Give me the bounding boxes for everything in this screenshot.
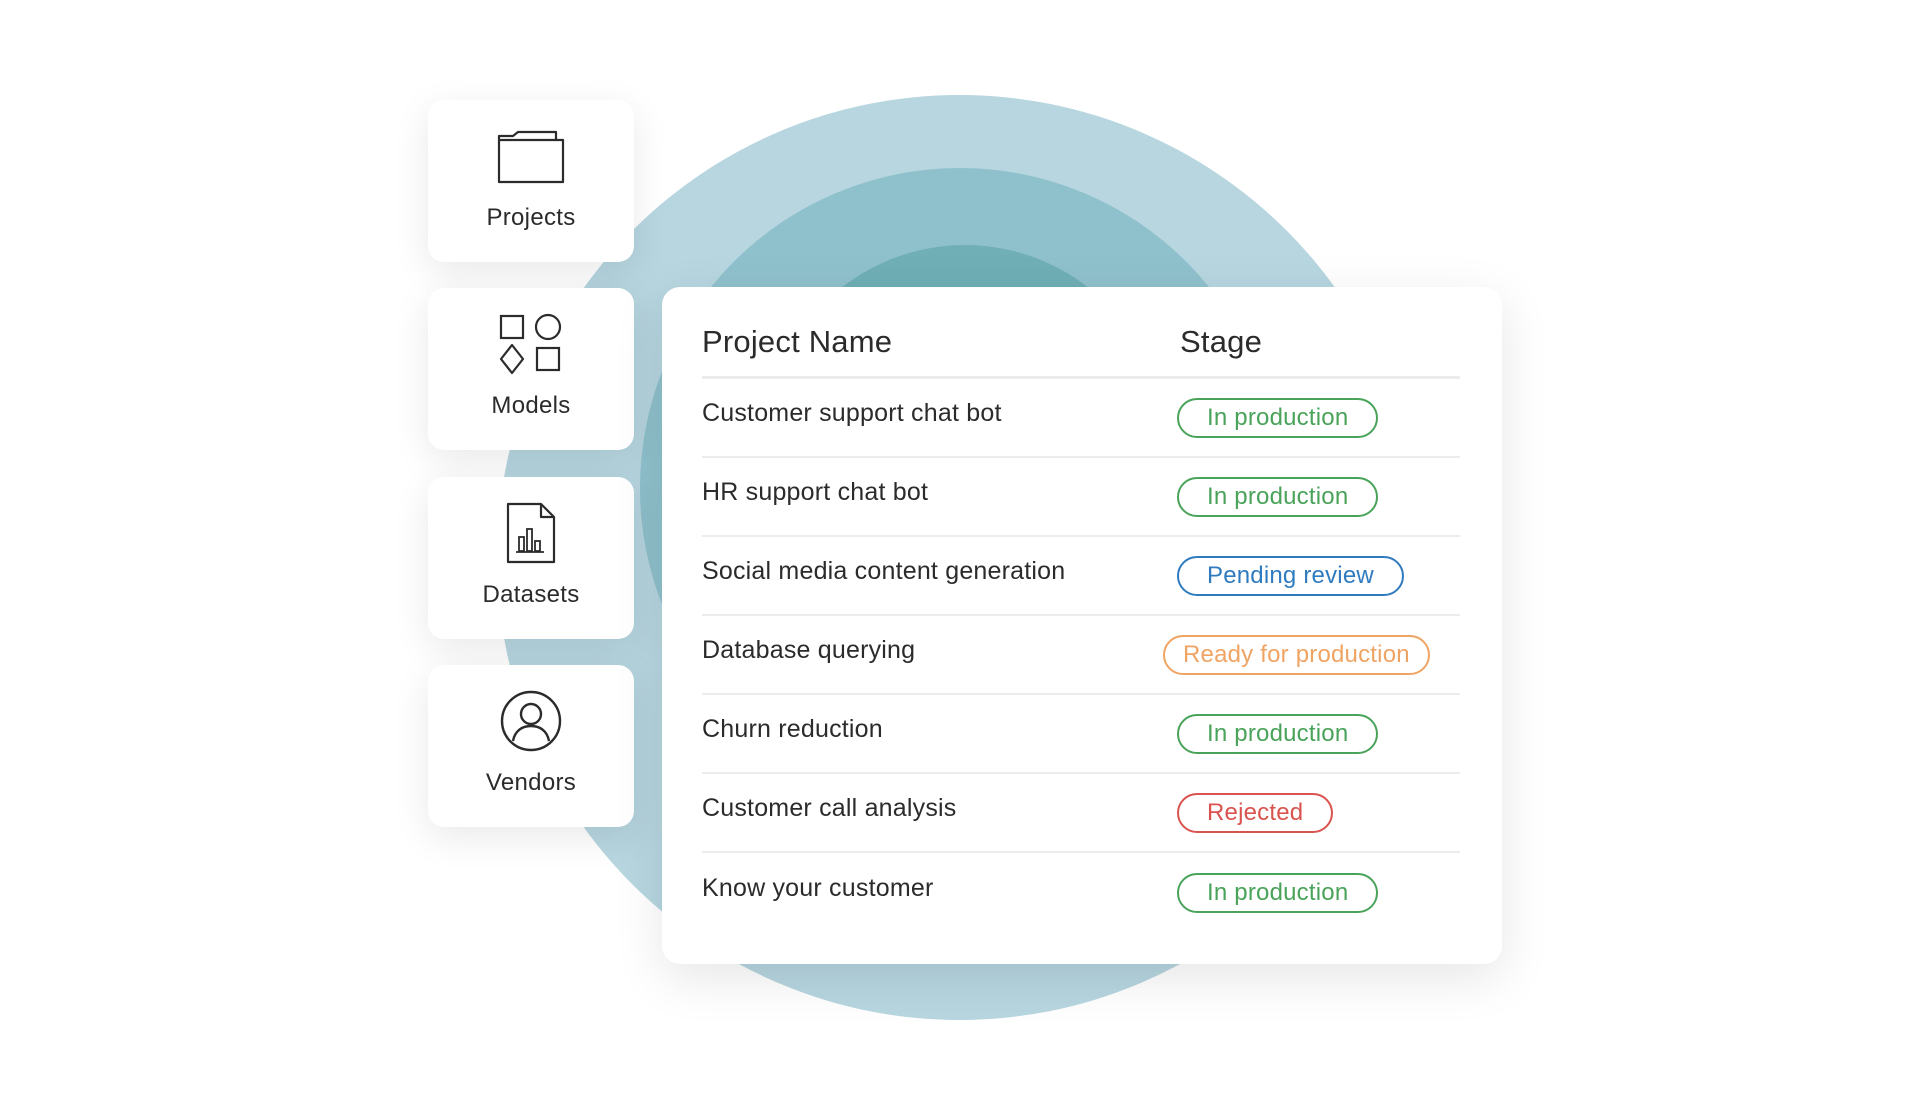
projects-table: Project Name Stage Customer support chat… bbox=[702, 287, 1460, 932]
sidebar-item-label: Datasets bbox=[482, 581, 580, 608]
table-row[interactable]: Database querying Ready for production bbox=[702, 616, 1460, 695]
sidebar-item-vendors[interactable]: Vendors bbox=[428, 665, 634, 827]
user-circle-icon bbox=[495, 685, 567, 757]
column-header-project-name: Project Name bbox=[702, 324, 893, 359]
project-name-cell: Customer support chat bot bbox=[702, 399, 1002, 427]
table-row[interactable]: Churn reduction In production bbox=[702, 695, 1460, 774]
table-row[interactable]: Social media content generation Pending r… bbox=[702, 537, 1460, 616]
status-badge: In production bbox=[1177, 476, 1379, 517]
folder-icon bbox=[495, 120, 567, 192]
chart-document-icon bbox=[495, 497, 567, 569]
stage-cell: Rejected bbox=[1177, 792, 1460, 833]
stage-cell: In production bbox=[1177, 476, 1460, 517]
stage-cell: In production bbox=[1177, 872, 1460, 913]
status-badge: Ready for production bbox=[1163, 634, 1430, 675]
status-badge: Rejected bbox=[1177, 792, 1334, 833]
stage-cell: Ready for production bbox=[1163, 634, 1460, 675]
status-badge: Pending review bbox=[1177, 555, 1404, 596]
stage-cell: In production bbox=[1177, 397, 1460, 438]
project-name-cell: HR support chat bot bbox=[702, 478, 929, 506]
sidebar-item-projects[interactable]: Projects bbox=[428, 100, 634, 262]
table-row[interactable]: Customer call analysis Rejected bbox=[702, 774, 1460, 853]
sidebar-item-label: Vendors bbox=[485, 769, 577, 796]
sidebar-item-models[interactable]: Models bbox=[428, 288, 634, 450]
stage-cell: In production bbox=[1177, 713, 1460, 754]
status-badge: In production bbox=[1177, 872, 1379, 913]
shapes-icon bbox=[495, 308, 567, 380]
table-row[interactable]: HR support chat bot In production bbox=[702, 458, 1460, 537]
projects-table-panel: Project Name Stage Customer support chat… bbox=[662, 287, 1502, 964]
table-row[interactable]: Customer support chat bot In production bbox=[702, 379, 1460, 458]
status-badge: In production bbox=[1177, 713, 1379, 754]
project-name-cell: Customer call analysis bbox=[702, 794, 957, 822]
stage-cell: Pending review bbox=[1177, 555, 1460, 596]
project-name-cell: Social media content generation bbox=[702, 557, 1066, 585]
table-row[interactable]: Know your customer In production bbox=[702, 853, 1460, 932]
project-name-cell: Know your customer bbox=[702, 874, 934, 902]
table-header: Project Name Stage bbox=[702, 287, 1460, 379]
column-header-stage: Stage bbox=[1180, 324, 1263, 359]
project-name-cell: Churn reduction bbox=[702, 715, 883, 743]
status-badge: In production bbox=[1177, 397, 1379, 438]
sidebar-item-label: Projects bbox=[486, 204, 576, 231]
sidebar-item-datasets[interactable]: Datasets bbox=[428, 477, 634, 639]
sidebar-item-label: Models bbox=[491, 392, 571, 419]
project-name-cell: Database querying bbox=[702, 636, 916, 664]
